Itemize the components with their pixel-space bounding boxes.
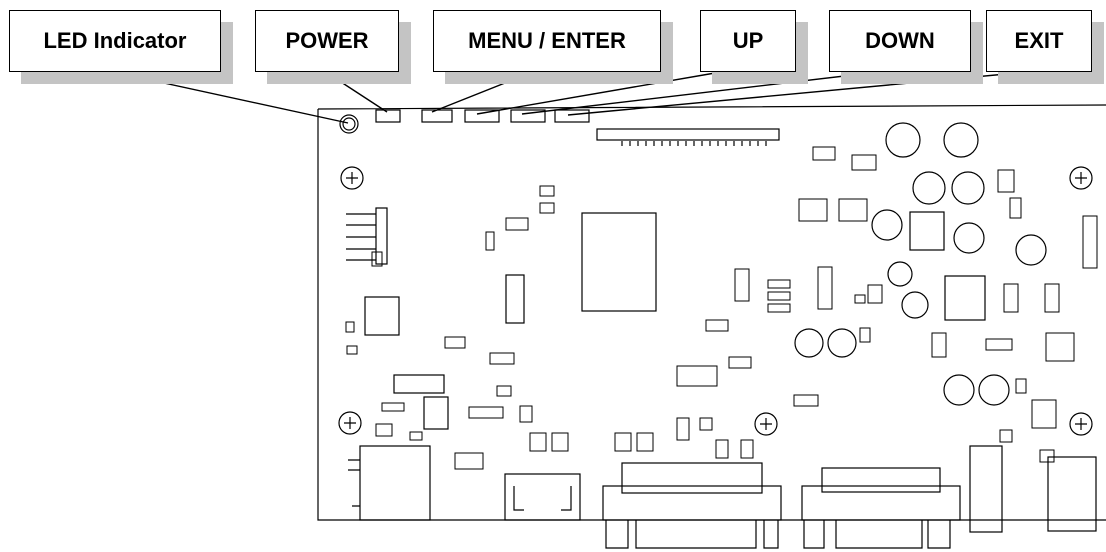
mounting-holes [338, 166, 1093, 436]
label-menu-enter: MENU / ENTER [433, 10, 661, 72]
audio-jack [969, 445, 1003, 533]
small-components [345, 146, 1098, 470]
label-up: UP [700, 10, 796, 72]
label-led-indicator: LED Indicator [9, 10, 221, 72]
pin-header [346, 207, 388, 265]
power-jack [1047, 456, 1097, 532]
down-button [510, 109, 546, 123]
label-down: DOWN [829, 10, 971, 72]
leader-line-led [117, 72, 349, 124]
leader-line-menu [431, 72, 531, 113]
capacitors [794, 122, 1047, 406]
hdmi-connector [504, 473, 581, 521]
power-button [375, 109, 401, 123]
exit-button [554, 109, 590, 123]
vga-connector [602, 485, 782, 521]
leader-line-up [476, 72, 716, 115]
main-ic [581, 212, 657, 312]
leader-line-down [521, 72, 871, 115]
label-power: POWER [255, 10, 399, 72]
lvds-connector [596, 128, 780, 141]
led-indicator [339, 114, 359, 134]
db9-connector [801, 485, 961, 521]
leader-line-exit [567, 72, 1018, 116]
up-button [464, 109, 500, 123]
label-exit: EXIT [986, 10, 1092, 72]
leader-line-power [317, 66, 388, 113]
bottom-connectors [348, 445, 1097, 549]
pcb-outline [317, 104, 1106, 521]
menu-button [421, 109, 453, 123]
usb-connector [359, 445, 431, 521]
leader-lines [117, 66, 1018, 124]
